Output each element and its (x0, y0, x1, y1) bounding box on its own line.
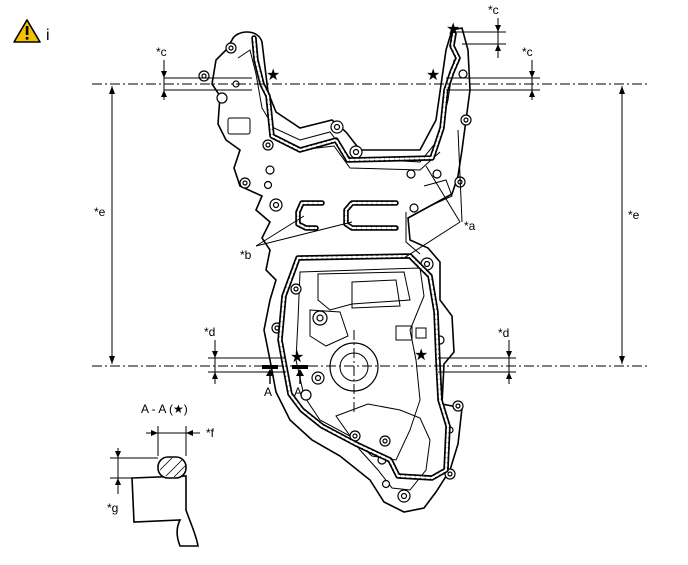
dimension-e (109, 86, 625, 364)
dimension-d-right (438, 340, 516, 384)
leader-a (403, 129, 463, 259)
star-marker: ★ (426, 67, 440, 84)
seal-packing-bead (251, 31, 461, 481)
section-marker-left: A (264, 385, 272, 399)
label-a: *a (464, 219, 476, 233)
star-marker: ★ (290, 349, 304, 366)
label-c-left: *c (156, 45, 167, 59)
label-e-right: *e (628, 208, 640, 222)
label-b: *b (240, 248, 252, 262)
dimension-c-right (446, 60, 540, 100)
center-lines (92, 83, 650, 414)
section-title: A - A (★) (141, 402, 188, 416)
star-marker: ★ (414, 347, 428, 364)
label-c-right: *c (522, 45, 533, 59)
label-d-right: *d (498, 326, 509, 340)
dimension-c-top (454, 18, 506, 58)
leader-b (255, 215, 353, 247)
dimension-d-left (208, 340, 286, 384)
bolt-holes (198, 42, 472, 503)
section-cut-markers (262, 365, 308, 384)
caution-text: i (46, 27, 50, 44)
section-marker-right: A (294, 385, 302, 399)
label-g: *g (107, 501, 118, 515)
section-detail (110, 426, 200, 547)
star-marker: ★ (266, 67, 280, 84)
label-c-top: *c (488, 3, 499, 17)
label-d-left: *d (204, 325, 215, 339)
label-e-left: *e (94, 205, 106, 219)
timing-cover-outline (211, 27, 471, 513)
label-f: *f (206, 426, 215, 440)
star-marker: ★ (446, 21, 460, 38)
warning-triangle-icon (13, 19, 41, 43)
dimension-c-left (161, 60, 252, 100)
